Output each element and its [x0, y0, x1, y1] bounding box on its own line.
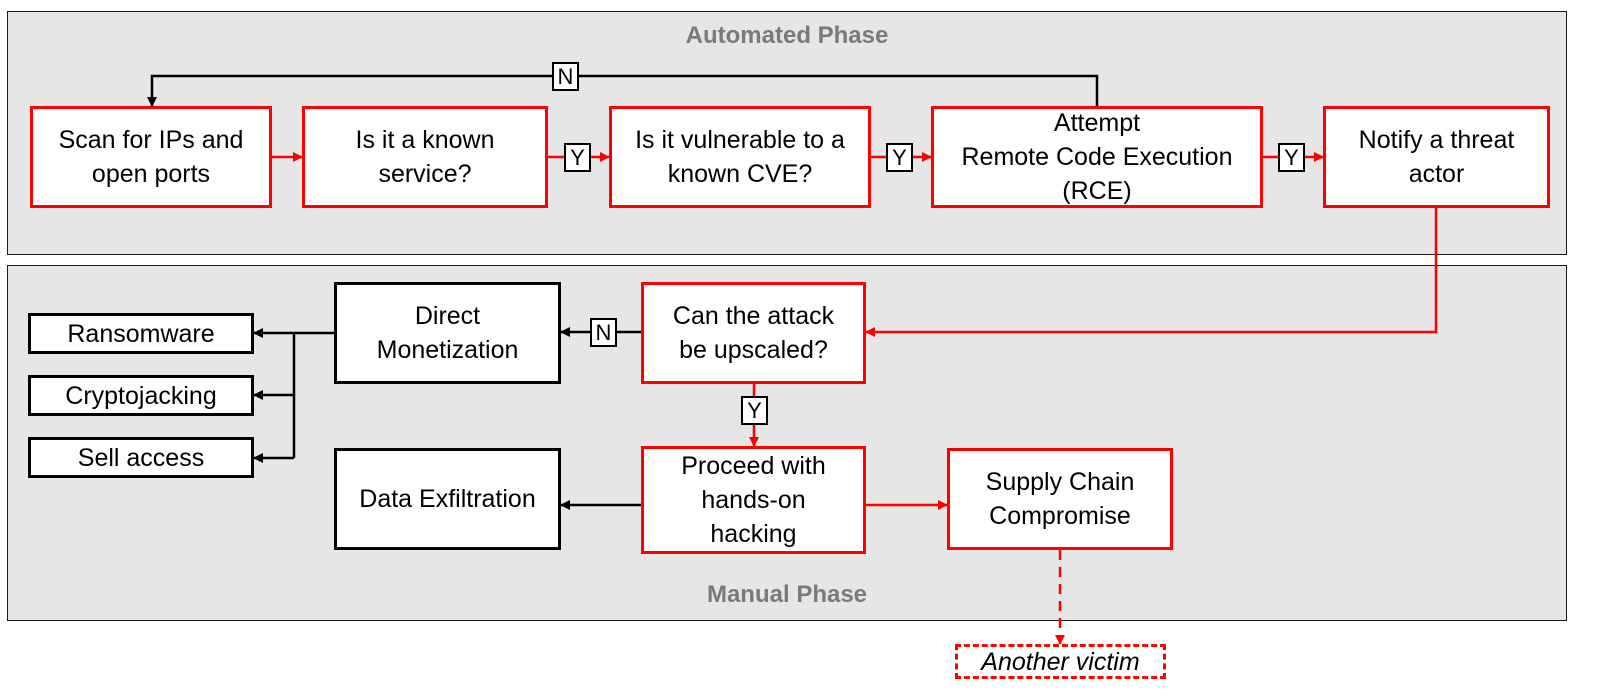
- vulnerable-cve-node: Is it vulnerable to a known CVE?: [609, 106, 871, 208]
- scan-ips-node: Scan for IPs and open ports: [30, 106, 272, 208]
- supply-chain-node: Supply Chain Compromise: [947, 448, 1173, 550]
- arrow-rce-loop-back: [147, 74, 1099, 107]
- notify-threat-actor-node: Notify a threat actor: [1323, 106, 1550, 208]
- another-victim-node: Another victim: [955, 644, 1166, 679]
- direct-monetization-node: Direct Monetization: [334, 282, 561, 384]
- arrow-notify-to-upscaled: [865, 207, 1438, 337]
- edge-label-no-upscale: N: [590, 318, 617, 347]
- cryptojacking-node: Cryptojacking: [28, 375, 254, 416]
- edge-label-yes-known: Y: [564, 143, 591, 172]
- sell-access-node: Sell access: [28, 437, 254, 478]
- edge-label-no-loop: N: [552, 62, 579, 91]
- edge-label-yes-upscale: Y: [741, 396, 768, 425]
- data-exfiltration-node: Data Exfiltration: [334, 448, 561, 550]
- automated-phase-title: Automated Phase: [685, 22, 889, 49]
- upscaled-decision-node: Can the attack be upscaled?: [641, 282, 866, 384]
- known-service-node: Is it a known service?: [302, 106, 548, 208]
- attempt-rce-node: Attempt Remote Code Execution (RCE): [931, 106, 1263, 208]
- edge-label-yes-rce: Y: [1278, 143, 1305, 172]
- manual-phase-title: Manual Phase: [706, 581, 868, 608]
- ransomware-node: Ransomware: [28, 313, 254, 354]
- hands-on-hacking-node: Proceed with hands-on hacking: [641, 446, 866, 554]
- edge-label-yes-cve: Y: [886, 143, 913, 172]
